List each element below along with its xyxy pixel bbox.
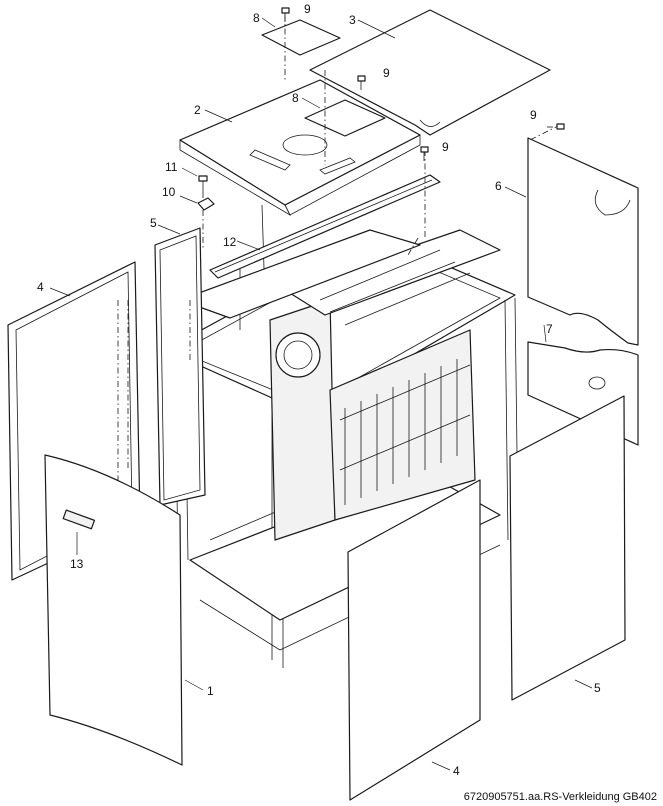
front-side-panel: [347, 479, 481, 801]
callout-11: 11: [165, 160, 178, 174]
callout-7: 7: [546, 322, 553, 336]
screw-9-d: [547, 123, 565, 130]
callout-9-b: 9: [383, 66, 390, 80]
screw-9-c: [420, 146, 429, 161]
callout-labels: 1 2 3 4 4 5 5 6 7 8 8 9 9 9 9 10 11 12 1…: [37, 2, 601, 778]
callout-8-lower: 8: [292, 91, 299, 105]
front-door-panel: [44, 454, 183, 766]
callout-5-right: 5: [594, 681, 601, 695]
leader-lines: [49, 17, 593, 771]
callout-3: 3: [349, 13, 356, 27]
screw-11: [198, 175, 208, 198]
assembly-lines: [117, 15, 561, 480]
callout-5-left: 5: [150, 216, 157, 230]
side-panel-strip: [154, 227, 206, 506]
right-side-panel: [509, 395, 626, 701]
callout-9-c: 9: [442, 140, 449, 154]
callout-10: 10: [162, 185, 176, 199]
figure-id: 6720905751.aa.RS-Verkleidung GB402: [463, 791, 657, 803]
screw-9-a: [281, 7, 290, 22]
callout-1: 1: [207, 684, 214, 698]
callout-2: 2: [194, 103, 201, 117]
callout-6: 6: [495, 179, 502, 193]
rear-panel-upper: [527, 137, 639, 346]
callout-4-front: 4: [453, 764, 460, 778]
screw-9-b: [357, 75, 366, 90]
callout-9-a: 9: [304, 2, 311, 16]
callout-4-left: 4: [37, 280, 44, 294]
top-cover-rear: [309, 9, 551, 136]
callout-9-d: 9: [530, 108, 537, 122]
callout-12: 12: [223, 235, 237, 249]
callout-8-upper: 8: [253, 11, 260, 25]
cover-plate-upper: [261, 19, 341, 56]
heat-exchanger-block: [269, 229, 501, 541]
rear-top-plate: [179, 229, 421, 319]
bracket-part: [197, 197, 215, 211]
callout-13: 13: [70, 557, 84, 571]
